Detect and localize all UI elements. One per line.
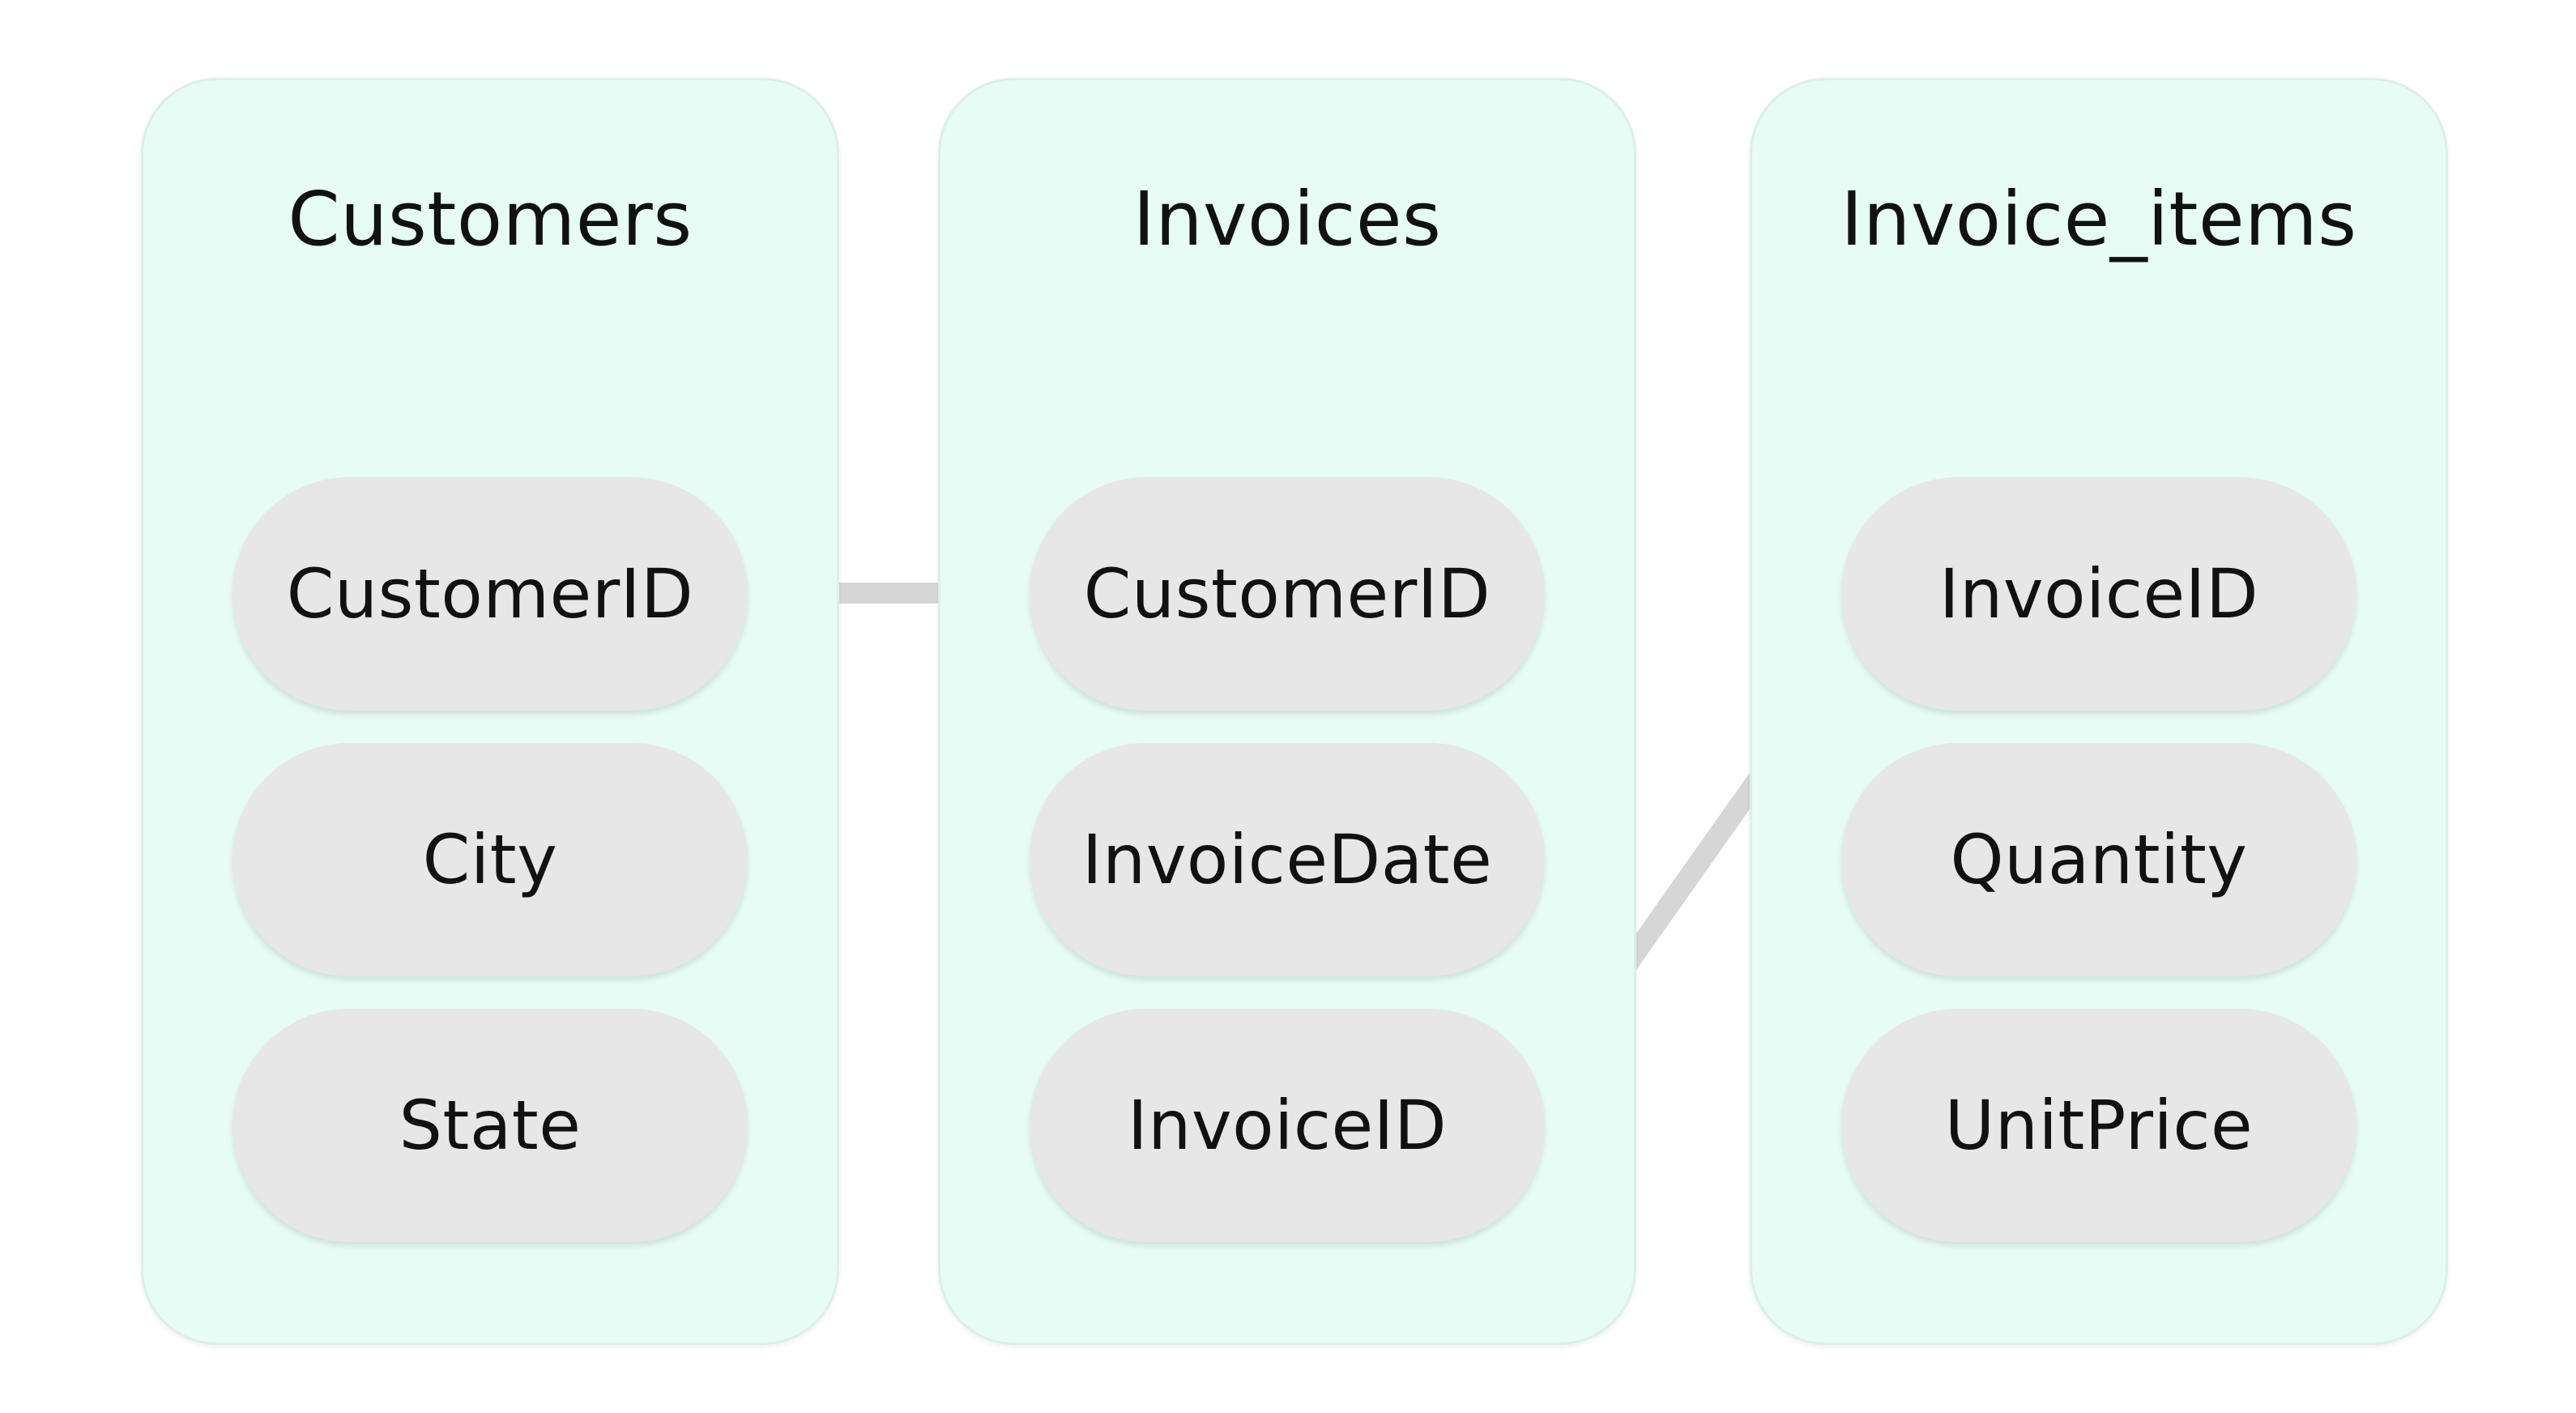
table-title: Invoice_items	[1840, 176, 2357, 263]
table-title: Invoices	[1132, 176, 1442, 263]
table-invoice-items: Invoice_items InvoiceID Quantity UnitPri…	[1750, 78, 2448, 1345]
field-quantity[interactable]: Quantity	[1841, 743, 2356, 976]
field-customerid[interactable]: CustomerID	[232, 477, 748, 711]
table-invoices: Invoices CustomerID InvoiceDate InvoiceI…	[938, 78, 1636, 1345]
field-state[interactable]: State	[232, 1009, 748, 1242]
field-invoiceid[interactable]: InvoiceID	[1030, 1009, 1545, 1242]
field-city[interactable]: City	[232, 743, 748, 976]
field-invoicedate[interactable]: InvoiceDate	[1030, 743, 1545, 976]
table-title: Customers	[288, 176, 693, 263]
table-customers: Customers CustomerID City State	[141, 78, 839, 1345]
field-customerid[interactable]: CustomerID	[1030, 477, 1545, 711]
field-invoiceid[interactable]: InvoiceID	[1841, 477, 2356, 711]
field-unitprice[interactable]: UnitPrice	[1841, 1009, 2356, 1242]
